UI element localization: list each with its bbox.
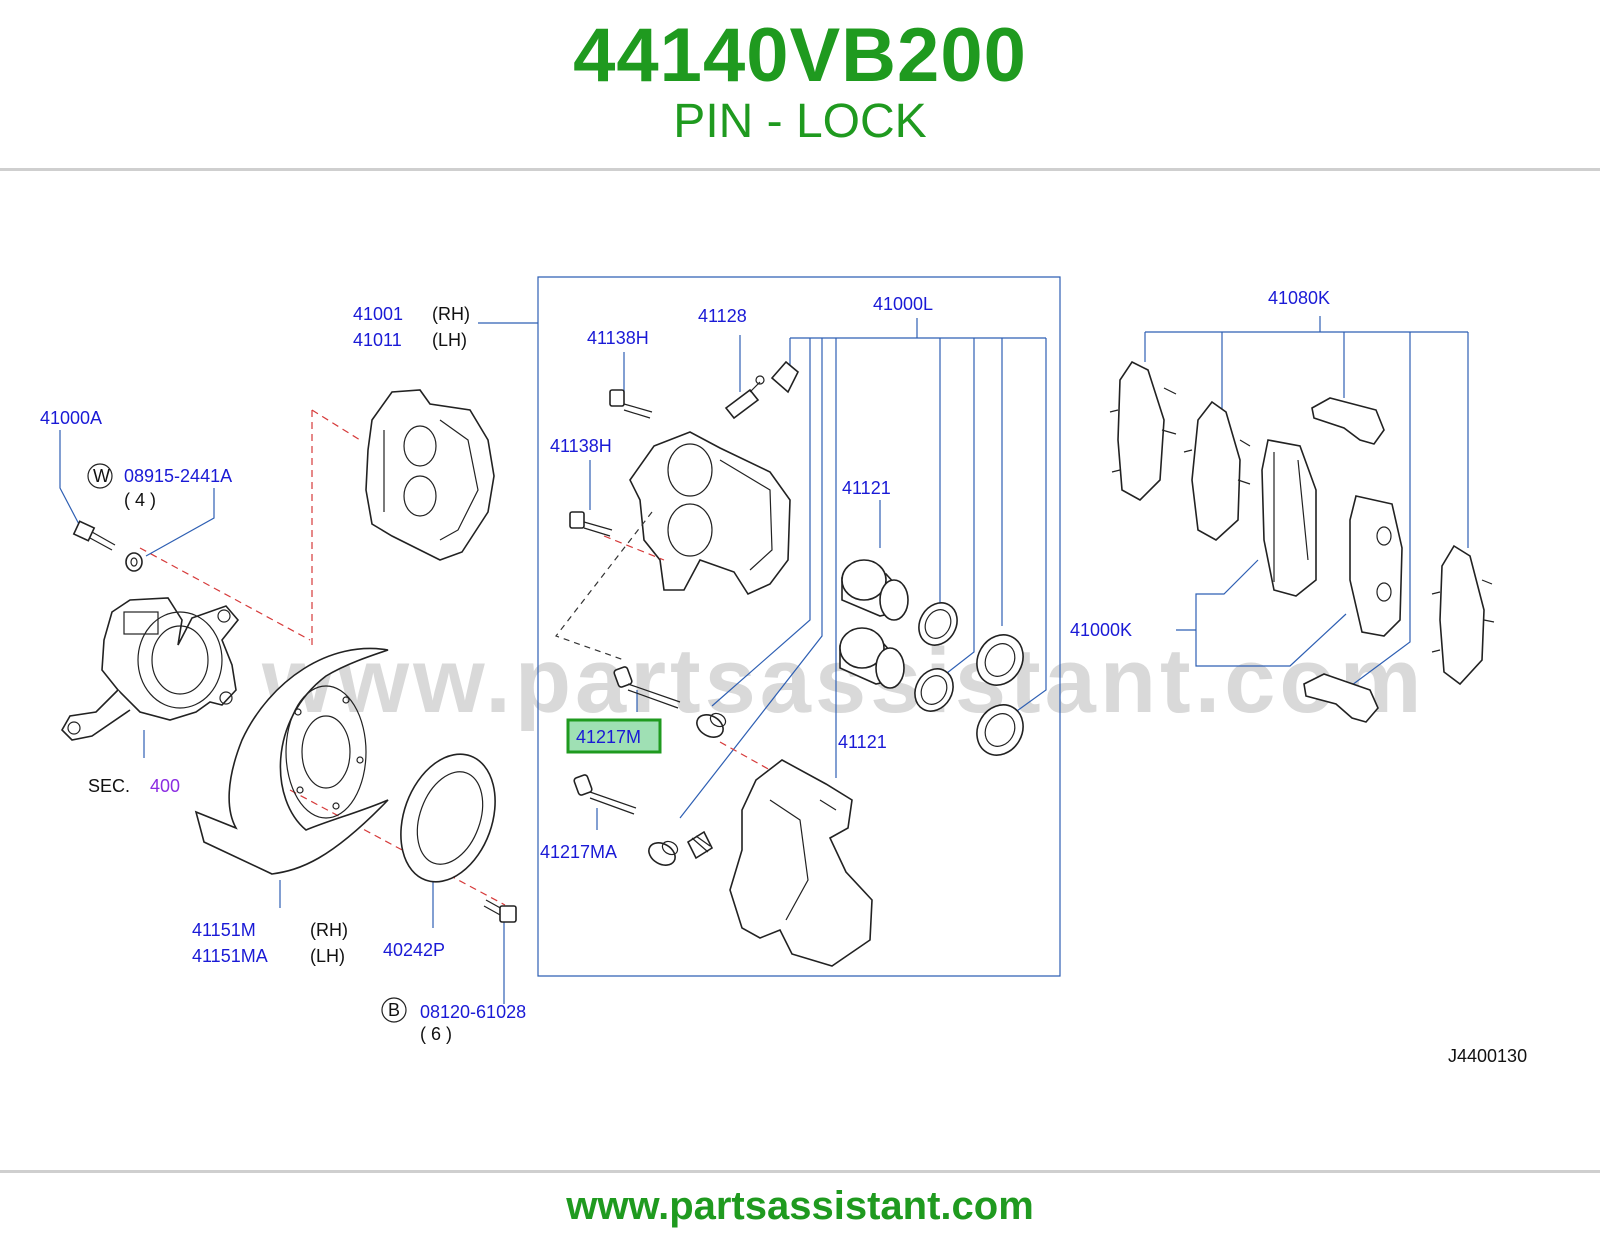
label-41000a[interactable]: 41000A [40, 408, 102, 428]
label-41151ma-side: (LH) [310, 946, 345, 966]
caliper-kit-frame [537, 276, 1061, 977]
label-41128[interactable]: 41128 [698, 306, 747, 326]
w-marker: W [93, 466, 110, 486]
torque-member-icon [729, 759, 873, 967]
pin-sleeve-icon [686, 830, 714, 860]
label-41011[interactable]: 41011 [353, 330, 402, 350]
label-41217ma[interactable]: 41217MA [540, 842, 617, 862]
label-41151ma[interactable]: 41151MA [192, 946, 268, 966]
bolt-08120-icon [483, 899, 517, 923]
highlight-box [566, 718, 662, 754]
bolt-41000a-icon [72, 520, 116, 551]
dust-boot-lower-icon [976, 704, 1024, 756]
guide-bolt-lower-icon [569, 511, 613, 537]
part-name-subtitle: PIN - LOCK [673, 95, 927, 148]
label-41121-lower[interactable]: 41121 [838, 732, 887, 752]
b-marker-circle [381, 997, 407, 1023]
pad-clip-lower-icon [1303, 673, 1379, 723]
bleeder-screw-icon [724, 375, 765, 420]
brake-pad-outer-icon [1349, 495, 1403, 637]
dust-shield-icon [194, 647, 389, 875]
b-marker: B [388, 1000, 400, 1020]
label-41217m[interactable]: 41217M [576, 727, 641, 747]
label-41001-side: (RH) [432, 304, 470, 324]
label-41080k[interactable]: 41080K [1268, 288, 1330, 308]
pin-boot-lower-icon [648, 840, 679, 866]
shim-second-icon [1183, 400, 1251, 541]
label-41011-side: (LH) [432, 330, 467, 350]
baffle-plate-icon [400, 753, 496, 883]
label-41001[interactable]: 41001 [353, 304, 403, 324]
diagram-id: J4400130 [1448, 1046, 1527, 1066]
slide-pin-41217ma-icon [573, 774, 637, 815]
slide-pin-41217m-icon [613, 666, 681, 709]
piston-upper-icon [841, 559, 909, 621]
label-41151m-side: (RH) [310, 920, 348, 940]
piston-seal-lower-icon [914, 668, 954, 712]
label-08915-2441a[interactable]: 08915-2441A [124, 466, 232, 486]
shim-right-icon [1431, 544, 1495, 686]
washer-icon [125, 552, 143, 572]
pad-clip-upper-icon [1311, 397, 1385, 445]
brake-pad-inner-icon [1261, 439, 1317, 597]
footer-url[interactable]: www.partsassistant.com [566, 1184, 1034, 1228]
label-41000k[interactable]: 41000K [1070, 620, 1132, 640]
label-sec: SEC. [88, 776, 130, 796]
label-41138h-upper[interactable]: 41138H [587, 328, 649, 348]
piston-lower-icon [839, 627, 905, 689]
steering-knuckle-icon [61, 597, 240, 741]
label-41138h-lower[interactable]: 41138H [550, 436, 612, 456]
bleeder-cap-icon [770, 360, 799, 394]
part-number-title: 44140VB200 [573, 13, 1027, 98]
label-08915-qty: ( 4 ) [124, 490, 156, 510]
pin-boot-upper-icon [696, 712, 727, 738]
label-sec-400[interactable]: 400 [150, 776, 180, 796]
label-08120-61028[interactable]: 08120-61028 [420, 1002, 526, 1022]
caliper-body-icon [365, 389, 495, 561]
label-41000l[interactable]: 41000L [873, 294, 933, 314]
header-divider [0, 168, 1600, 171]
label-08120-qty: ( 6 ) [420, 1024, 452, 1044]
label-41151m[interactable]: 41151M [192, 920, 256, 940]
footer-divider [0, 1170, 1600, 1173]
w-marker-circle [87, 463, 113, 489]
piston-seal-upper-icon [918, 602, 958, 646]
caliper-housing-icon [629, 431, 791, 596]
label-40242p[interactable]: 40242P [383, 940, 445, 960]
label-41121-upper[interactable]: 41121 [842, 478, 891, 498]
shim-left-icon [1109, 360, 1177, 501]
guide-bolt-upper-icon [609, 389, 653, 419]
dust-boot-upper-icon [976, 634, 1024, 686]
